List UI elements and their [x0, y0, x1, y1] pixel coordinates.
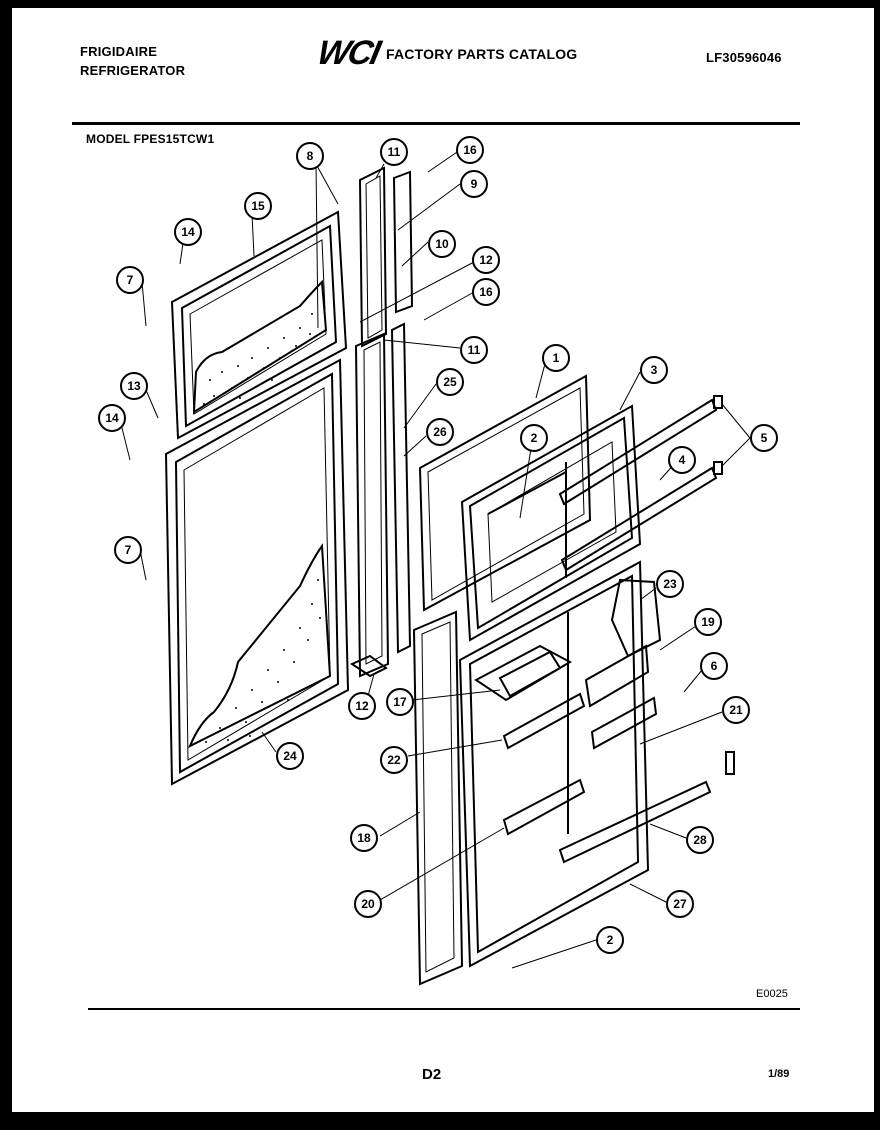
callout-label: 9: [471, 177, 478, 191]
callout-label: 3: [651, 363, 658, 377]
callout-label: 18: [357, 831, 371, 845]
callout-label: 16: [463, 143, 477, 157]
model-label: MODEL FPES15TCW1: [86, 132, 215, 146]
fresh-food-door-panel: [164, 358, 350, 786]
shelf-bar-end-cap-lower: [713, 461, 723, 475]
callout-27: 27: [666, 890, 694, 918]
callout-label: 2: [607, 933, 614, 947]
callout-5: 5: [750, 424, 778, 452]
callout-label: 24: [283, 749, 297, 763]
callout-17: 17: [386, 688, 414, 716]
callout-12-top: 12: [472, 246, 500, 274]
callout-10: 10: [428, 230, 456, 258]
callout-11-mid: 11: [460, 336, 488, 364]
callout-label: 23: [663, 577, 677, 591]
fresh-food-gasket-inner: [421, 621, 455, 973]
freezer-door-panel: [170, 210, 348, 440]
callout-label: 16: [479, 285, 493, 299]
product-type: REFRIGERATOR: [80, 63, 186, 78]
callout-label: 12: [355, 699, 369, 713]
callout-label: 13: [127, 379, 141, 393]
callout-12-bottom: 12: [348, 692, 376, 720]
fresh-food-gasket: [412, 610, 464, 986]
callout-label: 22: [387, 753, 401, 767]
leader-lines: [119, 149, 751, 969]
callout-label: 25: [443, 375, 457, 389]
freezer-door-liner: [460, 404, 642, 642]
callout-23: 23: [656, 570, 684, 598]
handle-trim-strips: [349, 166, 414, 678]
callout-2-top: 2: [520, 424, 548, 452]
catalog-sheet: [12, 8, 874, 1112]
catalog-title: FACTORY PARTS CATALOG: [386, 46, 578, 62]
callout-label: 10: [435, 237, 449, 251]
callout-label: 15: [251, 199, 265, 213]
callout-19: 19: [694, 608, 722, 636]
callout-label: 27: [673, 897, 687, 911]
diagram-code: E0025: [756, 988, 788, 1000]
catalog-date: 1/89: [768, 1068, 790, 1080]
callout-18: 18: [350, 824, 378, 852]
callout-label: 5: [761, 431, 768, 445]
callout-label: 1: [553, 351, 560, 365]
callout-label: 17: [393, 695, 407, 709]
callout-4: 4: [668, 446, 696, 474]
callout-label: 14: [181, 225, 195, 239]
callout-16-top: 16: [456, 136, 484, 164]
callout-label: 26: [433, 425, 447, 439]
callout-3: 3: [640, 356, 668, 384]
header-divider: [72, 122, 800, 125]
callout-13: 13: [120, 372, 148, 400]
freezer-gasket-inner: [427, 387, 585, 601]
callout-28: 28: [686, 826, 714, 854]
callout-label: 11: [468, 343, 481, 357]
callout-14-top: 14: [174, 218, 202, 246]
freezer-shelf-bar-upper: [558, 398, 718, 506]
brand-name: FRIGIDAIRE: [80, 44, 158, 59]
callout-20: 20: [354, 890, 382, 918]
callout-7-bottom: 7: [114, 536, 142, 564]
callout-label: 28: [693, 833, 707, 847]
callout-8: 8: [296, 142, 324, 170]
freezer-gasket: [418, 374, 592, 612]
callout-label: 19: [701, 615, 715, 629]
callout-22: 22: [380, 746, 408, 774]
callout-7-top: 7: [116, 266, 144, 294]
callout-label: 14: [105, 411, 119, 425]
callout-26: 26: [426, 418, 454, 446]
callout-label: 7: [127, 273, 134, 287]
callout-label: 2: [531, 431, 538, 445]
callout-label: 21: [729, 703, 743, 717]
callout-24: 24: [276, 742, 304, 770]
callout-label: 4: [679, 453, 686, 467]
callout-16-mid: 16: [472, 278, 500, 306]
catalog-number: LF30596046: [706, 50, 782, 65]
callout-11-top: 11: [380, 138, 408, 166]
callout-label: 20: [361, 897, 375, 911]
callout-15: 15: [244, 192, 272, 220]
callout-25: 25: [436, 368, 464, 396]
callout-21: 21: [722, 696, 750, 724]
callout-6: 6: [700, 652, 728, 680]
page-code: D2: [422, 1066, 442, 1083]
callout-1: 1: [542, 344, 570, 372]
callout-label: 11: [388, 145, 401, 159]
callout-9: 9: [460, 170, 488, 198]
fresh-food-door-liner: [458, 560, 735, 968]
callout-label: 12: [479, 253, 493, 267]
callout-label: 7: [125, 543, 132, 557]
callout-14-bottom: 14: [98, 404, 126, 432]
callout-2-bottom: 2: [596, 926, 624, 954]
footer-divider: [88, 1008, 800, 1010]
shelf-bar-end-cap-upper: [713, 395, 723, 409]
callout-label: 6: [711, 659, 718, 673]
callout-label: 8: [307, 149, 314, 163]
door-stop-21: [725, 751, 735, 775]
freezer-shelf-bar-lower: [560, 466, 718, 572]
